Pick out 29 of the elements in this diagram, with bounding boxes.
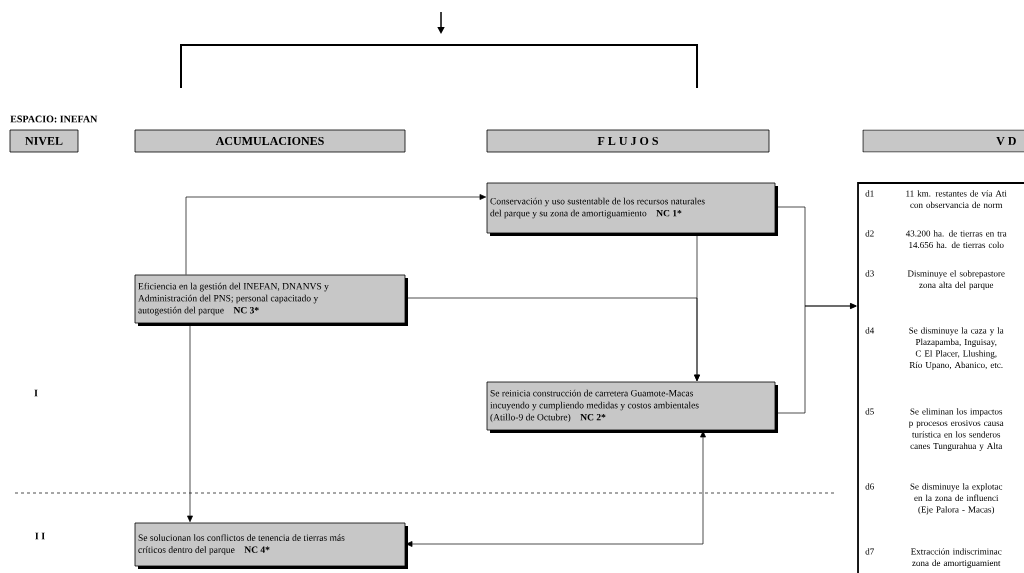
item-label: d3: [865, 270, 874, 277]
arrow: [185, 194, 487, 275]
process-box: Se reinicia construcción de carretera Guamote-Macas incuyendo y cumpliendo medidas y costos ambientales (Atillo-9 de Octubre) NC 2*: [486, 381, 778, 433]
item-label: d5: [865, 408, 874, 415]
item-text: 43.200 ha. de tierras en tra 14.656 ha. de tierras colo: [905, 230, 1007, 249]
process-box: Conservación y uso sustentable de los recursos naturales del parque y su zona de amortiguamiento NC 1*: [486, 182, 778, 236]
process-box: Eficiencia en la gestión del INEFAN, DNANVS y Administración del PNS; personal capacitado y autogestión del parque NC 3*: [134, 274, 408, 326]
item-text: Extracción indiscriminac zona de amortiguamient: [911, 548, 1002, 568]
item-text: Disminuye el sobrepastore zona alta del parque: [907, 270, 1005, 290]
level-label: I I: [35, 532, 45, 540]
item-label: d6: [865, 483, 874, 490]
item-label: d2: [865, 230, 874, 237]
item-label: d7: [865, 548, 874, 555]
item-text: 11 km. restantes de vía Ati con observancia de norm: [906, 190, 1007, 209]
header-box: F L U J O S: [486, 129, 770, 153]
arrow: [405, 297, 700, 382]
arrow: [405, 430, 706, 547]
item-text: Se disminuye la caza y la Plazapamba, Inguisay, C El Placer, Llushing, Río Upano, Abanico, etc.: [909, 327, 1004, 370]
item-label: d4: [865, 327, 875, 334]
header-box: NIVEL: [9, 129, 79, 153]
item-label: d1: [865, 190, 874, 197]
header-box: ACUMULACIONES: [134, 129, 406, 153]
level-label: I: [34, 389, 38, 397]
process-box: Se solucionan los conflictos de tenencia de tierras más críticos dentro del parque NC 4*: [134, 522, 408, 569]
header-box: V D: [862, 129, 1024, 153]
arrow: [775, 303, 857, 414]
item-text: Se disminuye la explotac en la zona de influenci (Eje Palora - Macas): [910, 483, 1003, 515]
arrow: [187, 323, 193, 523]
item-text: Se eliminan los impactos p procesos erosivos causa turística en los senderos canes Tungurahua y Alta: [908, 408, 1004, 451]
